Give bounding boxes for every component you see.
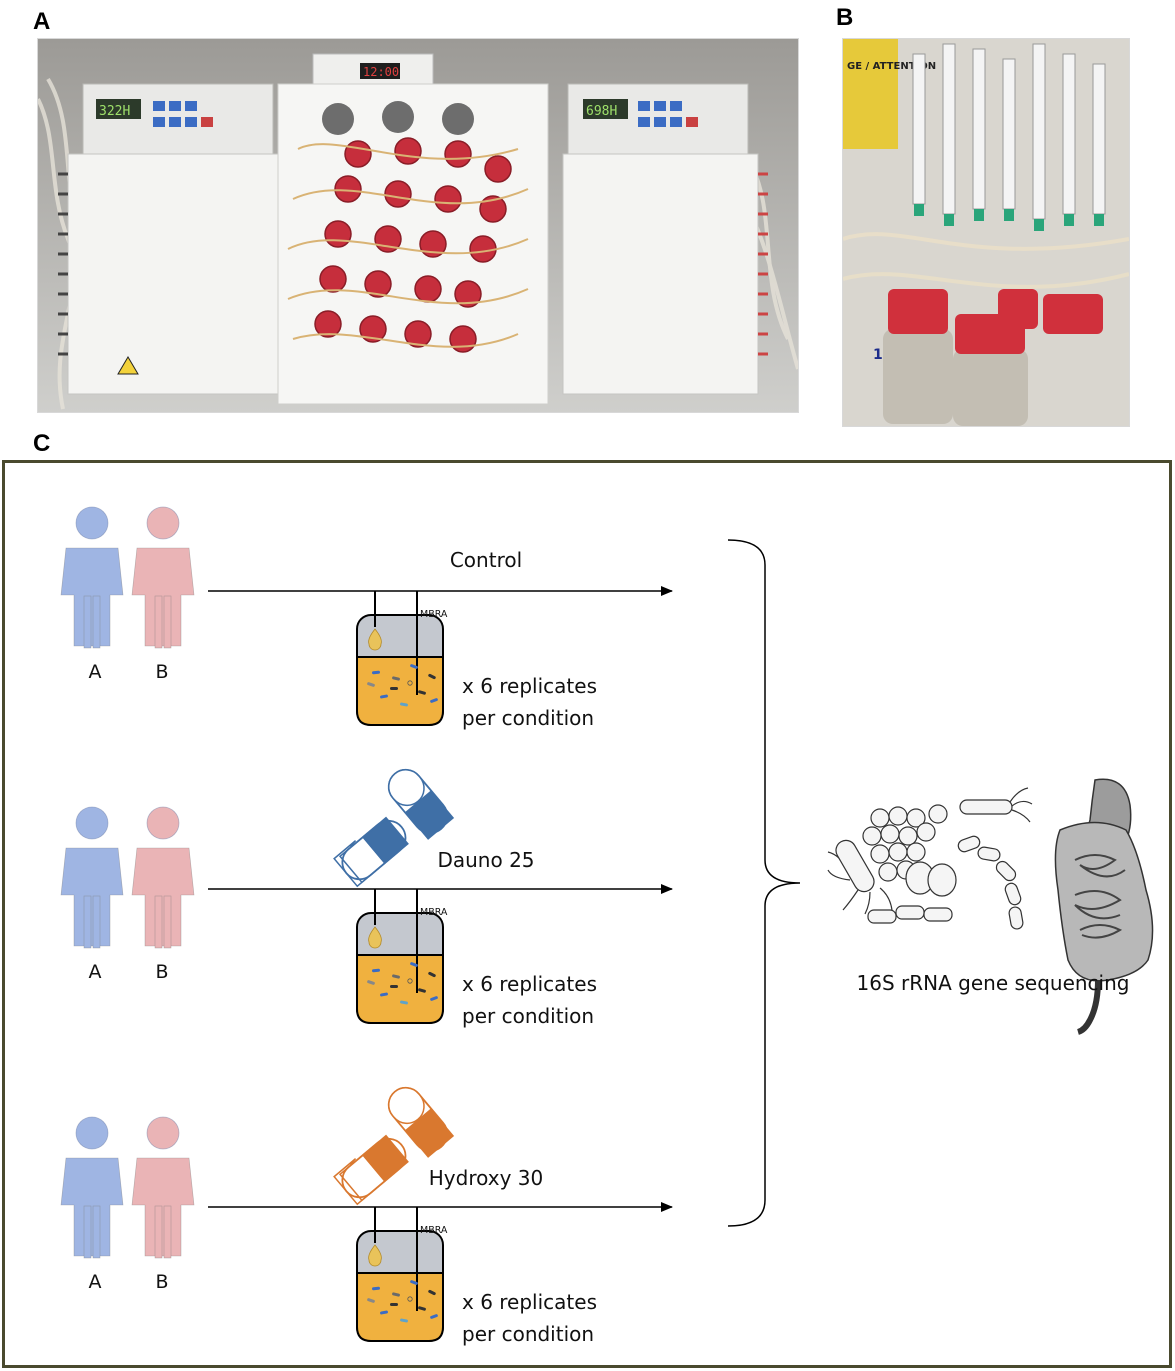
donor-b-label: B [155,1271,168,1293]
panel-b-letter: B [836,4,854,31]
drug-capsule-icon [333,768,455,888]
bottle-number: 1 [873,347,883,363]
replicates-line-1: x 6 replicates [462,674,597,698]
left-pump: 322H [58,83,279,395]
reactor-board [277,83,549,405]
right-pump-display: 698H [586,104,617,119]
donor-a-label: A [89,1271,102,1293]
donor-a-figure [60,1116,124,1259]
syringe-bottles-photo: GE / ATTENTION 1 [843,39,1129,426]
donor-b-figure [131,806,195,949]
left-pump-display: 322H [99,104,130,119]
reactor-label: MBRA [420,609,448,620]
replicates-line-1: x 6 replicates [462,1290,597,1314]
gut-illustration [1054,778,1154,1035]
grouping-brace [727,539,801,1227]
result-label: 16S rRNA gene sequencing [857,971,1130,995]
red-capped-bottles: 1 [873,289,1103,426]
panel-c-letter: C [33,430,51,457]
right-pump: 698H [562,83,768,395]
timer-readout: 12:00 [363,65,399,79]
condition-label: Dauno 25 [437,848,534,872]
panel-a-letter: A [33,8,51,35]
donor-b-figure [131,506,195,649]
condition-label: Control [450,548,522,572]
replicates-line-2: per condition [462,706,594,730]
reactor-label: MBRA [420,907,448,918]
replicates-line-2: per condition [462,1322,594,1346]
warning-sign-text: GE / ATTENTION [847,61,936,72]
panel-a-photo: 322H 12:00 [37,38,799,413]
replicates-line-1: x 6 replicates [462,972,597,996]
timer-display: 12:00 [312,53,434,90]
reactor-label: MBRA [420,1225,448,1236]
donor-a-label: A [89,961,102,983]
bacteria-illustration [827,787,1033,930]
bioreactor-setup-photo: 322H 12:00 [38,39,798,412]
condition-row-3: A B Hydroxy 30 MBRA x 6 replicates per condit… [60,1086,673,1346]
donor-b-label: B [155,661,168,683]
donor-a-figure [60,506,124,649]
mbra-reactor-vessel [356,889,444,1024]
donor-a-figure [60,806,124,949]
donor-a-label: A [89,661,102,683]
donor-b-label: B [155,961,168,983]
drug-capsule-icon [333,1086,455,1206]
donor-b-figure [131,1116,195,1259]
condition-row-2: A B Dauno 25 MBRA x 6 replicates per conditio… [60,768,673,1028]
mbra-reactor-vessel [356,1207,444,1342]
condition-label: Hydroxy 30 [429,1166,543,1190]
syringes [912,43,1106,231]
mbra-reactor-vessel [356,591,444,726]
panel-b-photo: GE / ATTENTION 1 [842,38,1130,427]
panel-c-frame [2,460,1172,1368]
replicates-line-2: per condition [462,1004,594,1028]
